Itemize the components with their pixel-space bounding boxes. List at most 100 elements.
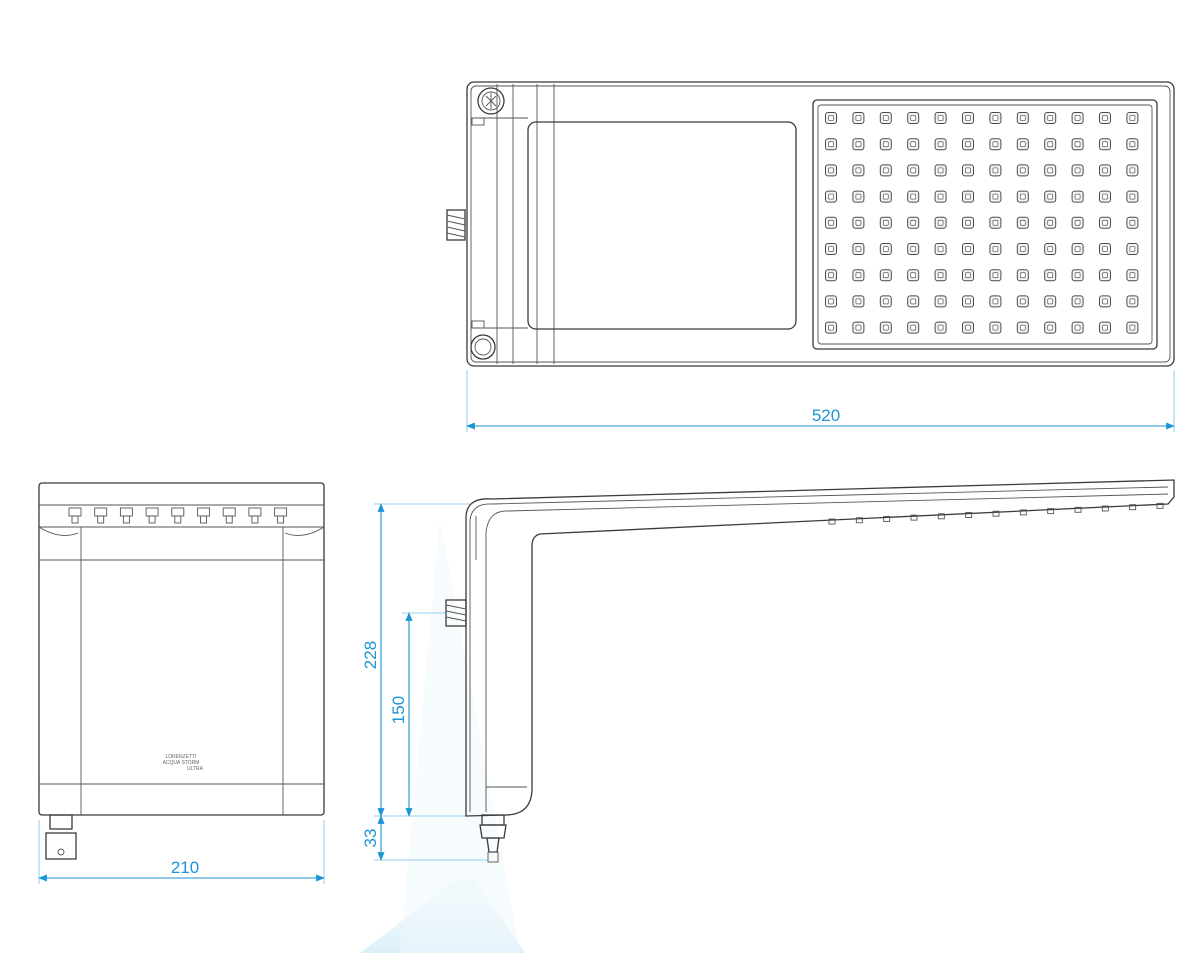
nozzle-icon <box>825 112 837 124</box>
nozzle-icon <box>989 164 1002 177</box>
nozzle-icon <box>907 295 920 308</box>
height-label: 228 <box>361 641 380 669</box>
nozzle-icon <box>1016 295 1029 308</box>
nozzle-icon <box>879 269 892 282</box>
brand-line-3: ULTRA <box>187 766 204 772</box>
nozzle-icon <box>1071 321 1084 334</box>
side-inlet-fitting-icon <box>479 814 507 863</box>
dimension-width: 210 <box>38 820 325 884</box>
nozzle-icon <box>1016 190 1029 203</box>
nozzle-icon <box>907 112 920 124</box>
nozzle-icon <box>825 190 837 203</box>
side-view <box>445 479 1175 863</box>
nozzle-icon <box>852 190 865 203</box>
nozzle-icon <box>879 243 892 255</box>
nozzle-icon <box>1099 243 1111 255</box>
nozzle-icon <box>1126 269 1139 282</box>
nozzle-icon <box>1016 216 1029 229</box>
nozzle-icon <box>1099 112 1111 124</box>
nozzle-icon <box>962 295 974 308</box>
nozzle-icon <box>1099 164 1111 177</box>
dimension-length: 520 <box>466 370 1175 432</box>
nozzle-icon <box>907 321 920 334</box>
lower-knob-icon <box>470 334 496 360</box>
side-nozzle-icon <box>965 512 973 518</box>
nozzle-icon <box>852 295 865 308</box>
nozzle-icon <box>1099 190 1111 203</box>
nozzle-icon <box>934 243 947 255</box>
nozzle-icon <box>852 269 865 282</box>
front-nozzle-icon <box>171 507 185 524</box>
nozzle-icon <box>907 138 920 151</box>
nozzle-icon <box>1126 216 1139 229</box>
side-nozzle-icon <box>1019 509 1027 516</box>
nozzle-icon <box>907 269 920 282</box>
nozzle-icon <box>962 112 974 124</box>
nozzle-icon <box>907 216 920 229</box>
brand-marking: LORENZETTI ACQUA STORM ULTRA <box>163 754 204 772</box>
nozzle-icon <box>879 216 892 229</box>
nozzle-icon <box>1016 112 1029 124</box>
nozzle-icon <box>1126 295 1139 308</box>
hose-inlet-icon <box>446 209 466 241</box>
nozzle-icon <box>1044 216 1057 229</box>
length-label: 520 <box>812 406 840 425</box>
nozzle-icon <box>1126 321 1139 334</box>
connector-knob-icon <box>477 87 505 115</box>
front-view-outline <box>38 482 325 816</box>
nozzle-icon <box>1071 216 1084 229</box>
side-nozzle-icon <box>992 510 1000 517</box>
nozzle-icon <box>825 164 837 177</box>
nozzle-icon <box>852 138 865 151</box>
nozzle-icon <box>879 112 892 124</box>
nozzle-icon <box>962 190 974 203</box>
nozzle-icon <box>1044 243 1057 255</box>
nozzle-icon <box>934 269 947 282</box>
nozzle-icon <box>962 164 974 177</box>
nozzle-icon <box>1044 190 1057 203</box>
side-nozzle-icon <box>1156 502 1164 509</box>
nozzle-icon <box>1126 190 1139 203</box>
nozzle-icon <box>1071 138 1084 151</box>
nozzle-icon <box>1099 295 1111 308</box>
nozzle-icon <box>1099 216 1111 229</box>
nozzle-icon <box>1071 243 1084 255</box>
nozzle-icon <box>852 216 865 229</box>
nozzle-icon <box>825 216 837 229</box>
nozzle-icon <box>879 138 892 151</box>
inlet-depth-label: 33 <box>361 829 380 848</box>
nozzle-icon <box>1016 138 1029 151</box>
nozzle-icon <box>852 321 865 334</box>
top-view <box>446 81 1175 367</box>
side-nozzle-icon <box>883 515 891 522</box>
front-view: LORENZETTI ACQUA STORM ULTRA <box>38 482 325 860</box>
nozzle-icon <box>989 269 1002 282</box>
nozzle-icon <box>989 243 1002 255</box>
nozzle-icon <box>934 321 947 334</box>
side-nozzle-icon <box>855 517 863 524</box>
nozzle-icon <box>852 164 865 177</box>
nozzle-icon <box>1099 269 1111 282</box>
nozzle-icon <box>907 243 920 255</box>
front-nozzle-icon <box>119 507 133 524</box>
nozzle-icon <box>1071 164 1084 177</box>
front-nozzle-icon <box>274 507 288 524</box>
nozzle-icon <box>907 164 920 177</box>
nozzle-icon <box>879 190 892 203</box>
nozzle-icon <box>1071 190 1084 203</box>
front-nozzle-icon <box>222 507 236 524</box>
nozzle-icon <box>1099 321 1111 334</box>
nozzle-icon <box>1016 321 1029 334</box>
nozzle-icon <box>1044 112 1057 124</box>
nozzle-icon <box>934 112 947 124</box>
brand-line-2: ACQUA STORM <box>163 760 200 766</box>
nozzle-icon <box>934 190 947 203</box>
nozzle-icon <box>1071 269 1084 282</box>
nozzle-icon <box>825 269 837 282</box>
nozzle-icon <box>1044 164 1057 177</box>
nozzle-icon <box>852 112 865 124</box>
nozzle-icon <box>825 138 837 151</box>
nozzle-icon <box>852 243 865 255</box>
nozzle-icon <box>934 295 947 308</box>
